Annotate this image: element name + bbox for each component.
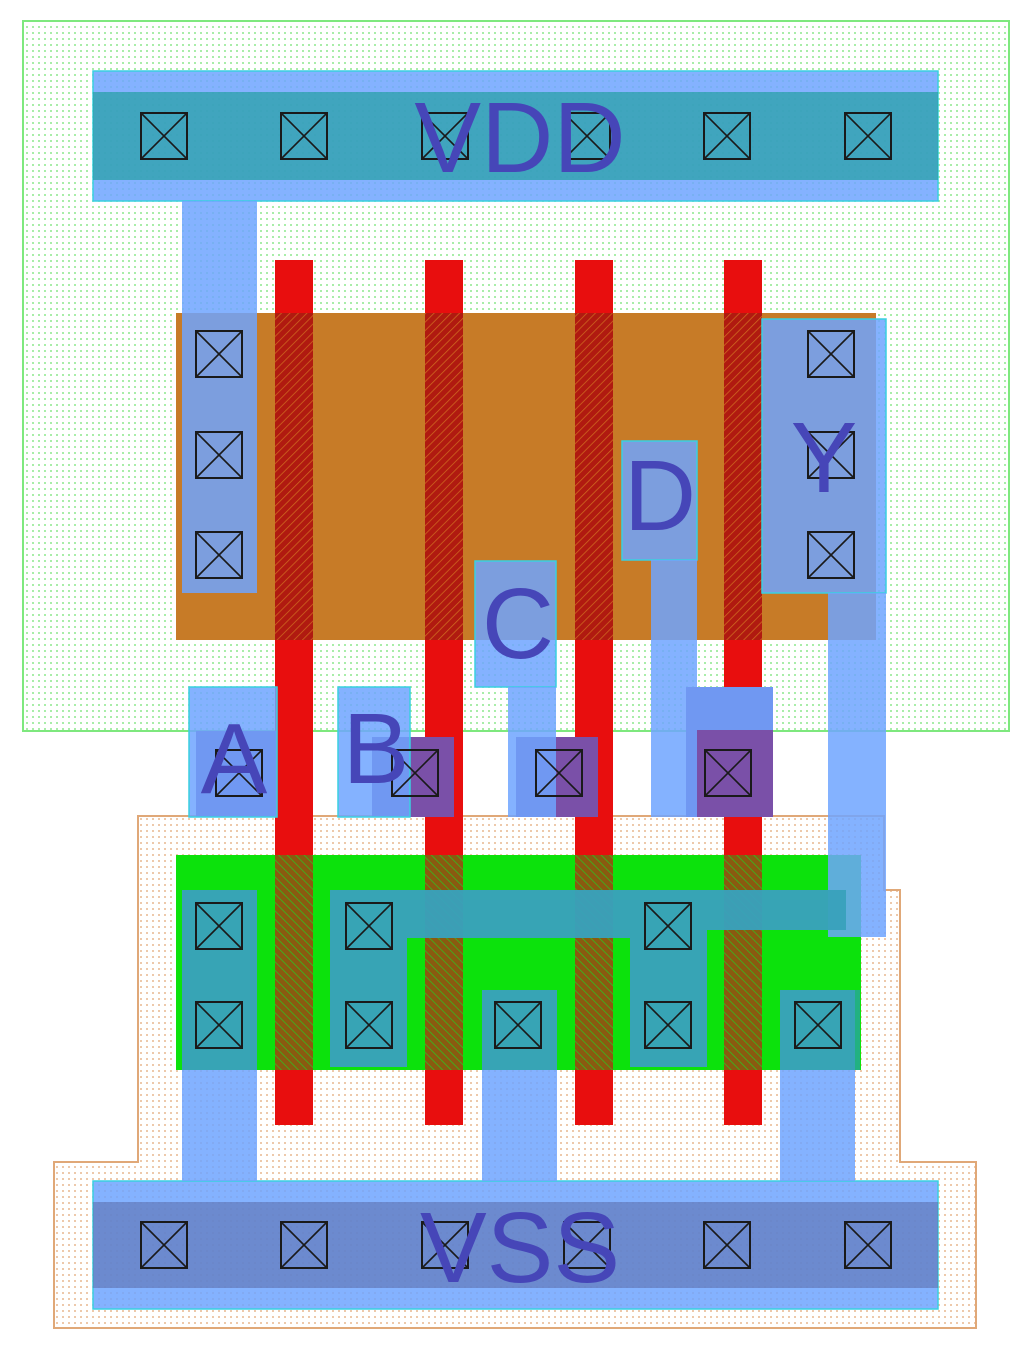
label-b: B xyxy=(343,693,410,805)
label-a: A xyxy=(201,703,268,815)
label-d: D xyxy=(624,440,696,552)
label-c: C xyxy=(482,568,554,680)
label-vss: VSS xyxy=(420,1192,620,1304)
label-vdd: VDD xyxy=(414,82,625,194)
label-y: Y xyxy=(791,402,858,514)
pin-c xyxy=(474,560,557,688)
